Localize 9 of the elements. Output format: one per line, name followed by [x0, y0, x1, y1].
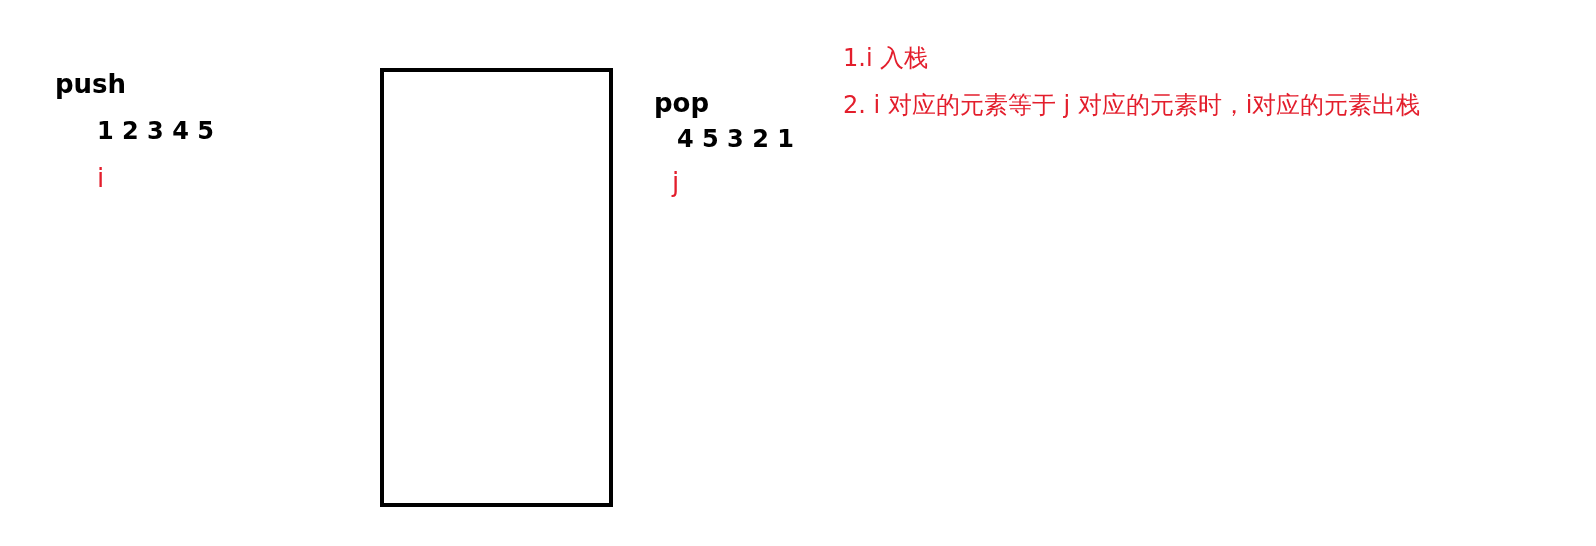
- note-text: 1.i 入栈: [843, 44, 929, 73]
- stack-box: [380, 68, 613, 507]
- stack-operation-heading: push: [55, 69, 127, 101]
- stack-operation-heading: pop: [654, 88, 710, 120]
- pointer-label: i: [97, 163, 105, 195]
- number-sequence: 4 5 3 2 1: [677, 125, 794, 154]
- pointer-label: j: [672, 167, 680, 199]
- note-text: 2. i 对应的元素等于 j 对应的元素时，i对应的元素出栈: [843, 91, 1421, 120]
- number-sequence: 1 2 3 4 5: [97, 117, 214, 146]
